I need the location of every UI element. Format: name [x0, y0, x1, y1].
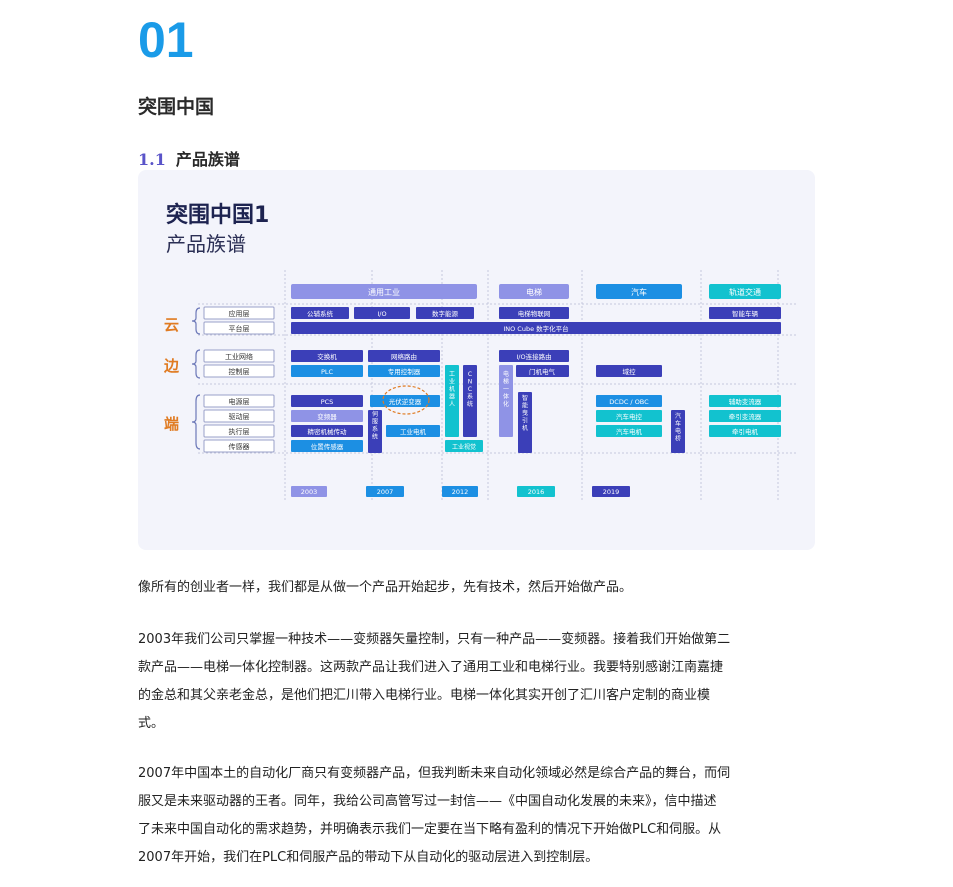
svg-text:汽车电机: 汽车电机 — [616, 427, 643, 436]
paragraph-line: 2003年我们公司只掌握一种技术——变频器矢量控制，只有一种产品——变频器。接着… — [138, 632, 731, 647]
svg-text:电源层: 电源层 — [229, 397, 250, 406]
svg-text:传感器: 传感器 — [229, 442, 250, 451]
cloud-boxes: 公辅系统 I/O 数字能源 电梯物联网 智能车辆 INO Cube 数字化平台 — [291, 307, 781, 334]
grid-lines — [198, 270, 798, 500]
figure-title: 突围中国1 — [166, 202, 269, 228]
svg-text:PLC: PLC — [321, 368, 334, 376]
svg-text:精密机械传动: 精密机械传动 — [308, 427, 348, 436]
svg-text:通用工业: 通用工业 — [368, 287, 400, 297]
column-headers: 通用工业 电梯 汽车 轨道交通 — [291, 284, 781, 299]
svg-text:I/O: I/O — [377, 310, 386, 318]
svg-text:牵引电机: 牵引电机 — [732, 427, 759, 436]
svg-text:工业视觉: 工业视觉 — [452, 443, 476, 451]
paragraph-line: 款产品——电梯一体化控制器。这两款产品让我们进入了通用工业和电梯行业。我要特别感… — [138, 660, 724, 675]
svg-text:汽车电控: 汽车电控 — [616, 412, 643, 421]
svg-text:PCS: PCS — [321, 398, 334, 406]
svg-text:应用层: 应用层 — [229, 309, 250, 318]
paragraph-line: 2007年开始，我们在PLC和伺服产品的带动下从自动化的驱动层进入到控制层。 — [138, 850, 599, 865]
svg-text:光伏逆变器: 光伏逆变器 — [389, 397, 422, 406]
svg-text:2012: 2012 — [452, 488, 469, 496]
svg-text:2019: 2019 — [603, 488, 620, 496]
svg-text:INO Cube 数字化平台: INO Cube 数字化平台 — [503, 324, 568, 333]
paragraph-2: 2003年我们公司只掌握一种技术——变频器矢量控制，只有一种产品——变频器。接着… — [138, 626, 818, 738]
svg-text:位置传感器: 位置传感器 — [311, 442, 344, 451]
side-label-cloud: 云 — [164, 316, 179, 334]
svg-text:2016: 2016 — [528, 488, 545, 496]
side-label-device: 端 — [164, 415, 179, 433]
paragraph-line: 了未来中国自动化的需求趋势，并明确表示我们一定要在当下略有盈利的情况下开始做PL… — [138, 822, 722, 837]
paragraph-line: 2007年中国本土的自动化厂商只有变频器产品，但我判断未来自动化领域必然是综合产… — [138, 766, 731, 781]
section-number: 1.1 — [138, 150, 166, 169]
svg-text:平台层: 平台层 — [229, 324, 250, 333]
svg-text:汽车: 汽车 — [631, 287, 647, 297]
paragraph-line: 式。 — [138, 716, 165, 731]
elevator-integrated-label: 电梯一体化 — [503, 370, 509, 408]
svg-text:电梯: 电梯 — [526, 287, 542, 297]
svg-text:交换机: 交换机 — [317, 352, 337, 361]
figure-subtitle: 产品族谱 — [166, 232, 246, 256]
svg-text:数字能源: 数字能源 — [432, 309, 459, 318]
svg-text:执行层: 执行层 — [229, 427, 250, 436]
svg-text:门机电气: 门机电气 — [529, 367, 556, 376]
svg-text:智能车辆: 智能车辆 — [732, 309, 759, 318]
product-family-figure: 突围中国1 产品族谱 云 边 端 应用层 — [138, 170, 815, 550]
svg-text:控制层: 控制层 — [229, 367, 250, 376]
traction-machine-label: 智能曳引机 — [522, 394, 528, 432]
section-label: 产品族谱 — [175, 150, 240, 169]
svg-text:网络路由: 网络路由 — [391, 352, 417, 361]
paragraph-3: 2007年中国本土的自动化厂商只有变频器产品，但我判断未来自动化领域必然是综合产… — [138, 760, 818, 872]
svg-text:驱动层: 驱动层 — [229, 412, 250, 421]
svg-text:工业网络: 工业网络 — [225, 352, 253, 361]
chapter-title: 突围中国 — [138, 96, 215, 118]
svg-text:公辅系统: 公辅系统 — [307, 309, 334, 318]
svg-text:电梯物联网: 电梯物联网 — [518, 309, 551, 318]
auto-bridge-label: 汽车电桥 — [675, 412, 681, 443]
svg-text:专用控制器: 专用控制器 — [388, 367, 421, 376]
svg-text:变频器: 变频器 — [317, 412, 337, 421]
paragraph-line: 像所有的创业者一样，我们都是从做一个产品开始起步，先有技术，然后开始做产品。 — [138, 580, 633, 595]
paragraph-line: 服又是未来驱动器的王者。同年，我给公司高管写过一封信——《中国自动化发展的未来》… — [138, 794, 717, 809]
paragraph-1: 像所有的创业者一样，我们都是从做一个产品开始起步，先有技术，然后开始做产品。 — [138, 574, 818, 602]
section-title: 1.1 产品族谱 — [138, 146, 240, 170]
chapter-number: 01 — [138, 12, 194, 68]
svg-text:牵引变流器: 牵引变流器 — [729, 412, 762, 421]
side-label-edge: 边 — [163, 357, 180, 375]
svg-text:工业电机: 工业电机 — [400, 427, 427, 436]
side-braces — [191, 307, 201, 450]
svg-text:轨道交通: 轨道交通 — [729, 287, 761, 297]
servo-system-label: 伺服系统 — [372, 410, 378, 441]
svg-text:DCDC / OBC: DCDC / OBC — [609, 398, 649, 406]
layer-labels: 应用层 平台层 工业网络 控制层 电源层 驱动层 执行层 传感器 — [203, 306, 275, 453]
device-boxes: PCS 光伏逆变器 变频器 精密机械传动 位置传感器 工业电机 工业视觉 DCD… — [291, 365, 781, 453]
svg-text:2007: 2007 — [377, 488, 394, 496]
robot-label: 工业机器人 — [449, 371, 455, 408]
timeline: 2003 2007 2012 2016 2019 — [291, 486, 630, 497]
svg-text:域控: 域控 — [623, 367, 637, 376]
svg-text:辅助变流器: 辅助变流器 — [729, 397, 762, 406]
svg-text:2003: 2003 — [301, 488, 318, 496]
product-family-diagram: 突围中国1 产品族谱 云 边 端 应用层 — [163, 202, 798, 500]
paragraph-line: 的金总和其父亲老金总，是他们把汇川带入电梯行业。电梯一体化其实开创了汇川客户定制… — [138, 688, 711, 703]
svg-text:I/O连接路由: I/O连接路由 — [516, 352, 551, 361]
edge-boxes: 交换机 网络路由 I/O连接路由 PLC 专用控制器 门机电气 域控 — [291, 350, 662, 377]
